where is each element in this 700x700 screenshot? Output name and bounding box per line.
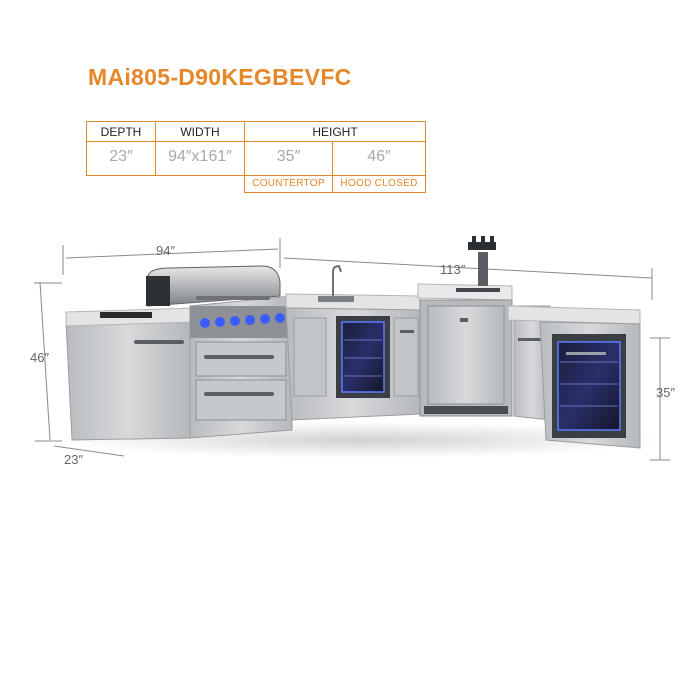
- fridge-handle: [566, 352, 606, 355]
- fridge-glass-door: [341, 321, 385, 393]
- side-burner: [100, 312, 152, 318]
- fridge-shelves: [344, 339, 382, 377]
- faucet: [332, 264, 342, 296]
- sink-right-door: [393, 317, 419, 397]
- door-handle: [518, 338, 544, 341]
- drawer-handle: [204, 392, 274, 396]
- hood-closed-label: HOOD CLOSED: [332, 175, 426, 193]
- kegerator-vent: [424, 406, 508, 414]
- door-handle: [400, 330, 414, 333]
- hood-handle: [196, 296, 270, 300]
- kegerator-door: [427, 305, 505, 405]
- grill-drawer-bottom: [195, 379, 287, 421]
- drawer-handle: [204, 355, 274, 359]
- counter-height-label: 35″: [656, 385, 676, 400]
- left-door-handle: [134, 340, 184, 344]
- model-title: MAi805-D90KEGBEVFC: [88, 64, 352, 90]
- left-cabinet-body: [65, 317, 191, 441]
- grill-width-label: 94″: [156, 243, 176, 258]
- fridge-shelves: [560, 361, 618, 407]
- depth-label: 23″: [64, 452, 84, 467]
- kegerator-lock: [460, 318, 468, 322]
- grill-knobs: [200, 313, 285, 328]
- dimension-lines: [34, 238, 670, 461]
- run-width-label: 113″: [440, 262, 466, 277]
- overall-height-label: 46″: [30, 350, 50, 365]
- sink-basin: [318, 296, 354, 302]
- fridge-glass-door: [557, 341, 621, 431]
- grill-side-shelf: [146, 276, 170, 306]
- sink-left-door: [293, 317, 327, 397]
- beer-tap-tower: [456, 236, 500, 292]
